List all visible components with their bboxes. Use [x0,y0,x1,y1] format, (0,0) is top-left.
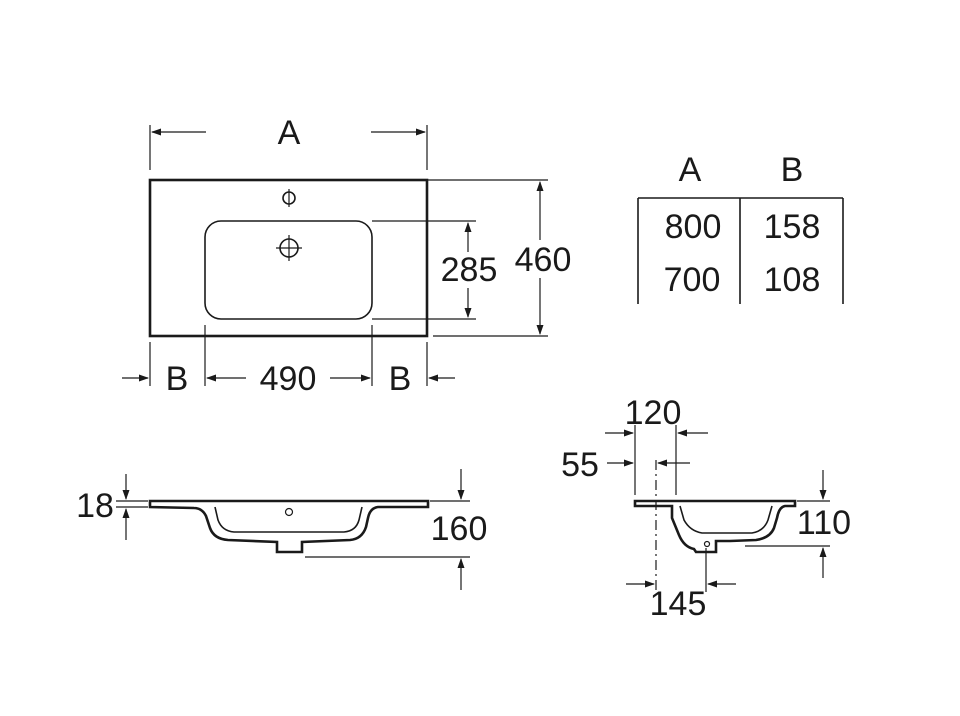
side-section: 120 55 110 145 [561,394,851,623]
side-overflow-icon [703,540,711,548]
dimension-145: 145 [626,548,736,623]
dimension-height-160: 160 [305,469,487,590]
bowl-outline [204,220,373,320]
tap-hole-icon [282,189,296,207]
label-55: 55 [561,446,599,484]
dimension-120: 120 [605,394,708,495]
label-110: 110 [797,504,851,542]
label-145: 145 [650,585,707,623]
basin-outline [148,178,429,338]
label-bowl-depth-285: 285 [441,251,498,289]
top-view: A 460 285 [122,114,571,398]
table-cell-r2-b: 108 [764,261,821,299]
table-cell-r1-a: 800 [665,208,722,246]
dimension-depth-460: 460 [427,179,572,337]
overflow-hole-icon [284,507,294,517]
dimension-chain-bottom: B 490 B [122,325,455,398]
table-header-a: A [679,151,702,189]
label-top-thickness-18: 18 [76,487,114,525]
side-section-outline [633,499,797,554]
front-section-outline [148,499,430,554]
dimension-top-thickness-18: 18 [76,474,148,540]
dimension-bowl-depth-285: 285 [372,220,498,320]
dimension-110: 110 [745,470,851,578]
label-depth-460: 460 [515,241,572,279]
label-height-160: 160 [431,510,488,548]
table-cell-r2-a: 700 [664,261,721,299]
label-bowl-width-490: 490 [260,360,317,398]
table-header-b: B [781,151,804,189]
size-table: A B 800 158 700 108 [637,151,844,304]
front-section: 18 160 [76,469,487,590]
label-120: 120 [625,394,682,432]
table-cell-r1-b: 158 [764,208,821,246]
label-width-a: A [278,114,301,152]
drain-icon [276,235,302,261]
dimension-width-a: A [149,114,428,170]
label-margin-left-b: B [166,360,189,398]
dimension-55: 55 [561,446,690,484]
label-margin-right-b: B [389,360,412,398]
